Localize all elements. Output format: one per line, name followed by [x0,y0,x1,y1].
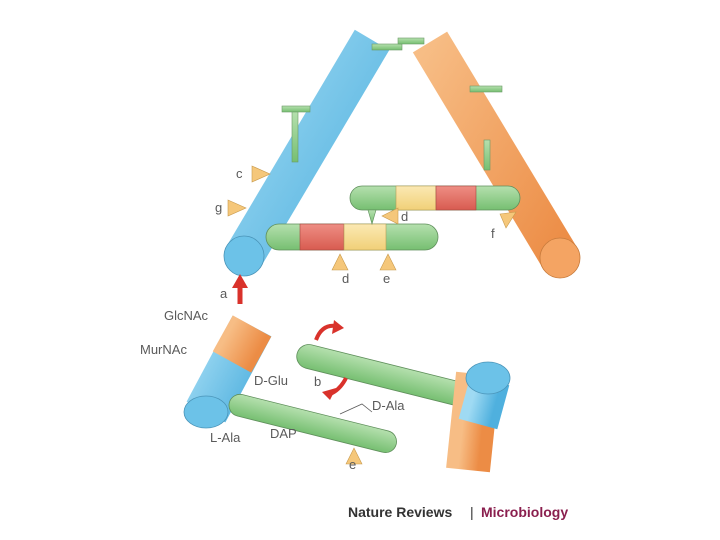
arrow-a [232,274,248,304]
monomer-glycan [183,315,272,429]
left-glycan-strand [226,29,390,267]
label-e-top: e [383,271,390,286]
label-murnac: MurNAc [140,342,187,357]
label-d-ala: D-Ala [372,398,405,413]
label-dap: DAP [270,426,297,441]
left-strand-end-cap [223,235,265,277]
marker-f [499,211,517,229]
credit-section: Microbiology [481,504,568,520]
marker-d-lower [331,253,349,271]
label-l-ala: L-Ala [210,430,241,445]
label-c: c [236,166,243,181]
label-g: g [215,200,222,215]
arrow-b-head-bottom [322,388,336,400]
marker-e-upper [379,253,397,271]
marker-e-lower [345,447,363,465]
right-glycan-strand [412,31,578,269]
marker-d-upper [381,207,399,225]
cleavage-markers [227,165,517,465]
monomer-stem-peptide [228,393,397,454]
d-ala-bracket [339,403,373,415]
arrow-b-head-top [332,320,344,334]
journal-credit: Nature Reviews | Microbiology [348,504,568,520]
label-b: b [314,374,321,389]
marker-g [227,199,247,217]
label-d-bottom: d [342,271,349,286]
label-d-top: d [401,209,408,224]
label-a: a [220,286,228,301]
label-e-bottom: e [349,457,356,472]
top-stem-decorations [281,37,503,171]
label-f: f [491,226,495,241]
label-glcnac: GlcNAc [164,308,209,323]
upper-crosslink-peptide-front [265,209,439,251]
marker-c [251,165,271,183]
upper-crosslink-peptide-back [349,185,521,211]
credit-journal: Nature Reviews [348,504,452,520]
label-d-glu: D-Glu [254,373,288,388]
credit-separator: | [470,504,474,520]
right-monomer-glycan [446,361,511,473]
right-strand-end-cap [539,237,581,279]
